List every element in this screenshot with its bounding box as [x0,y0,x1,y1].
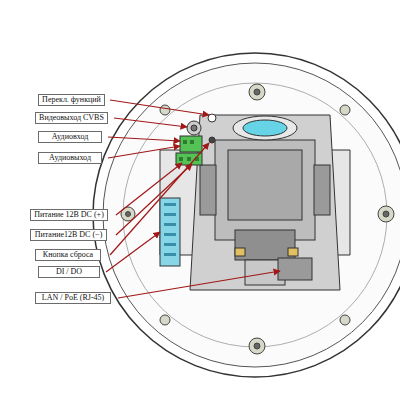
gimbal-frame [190,115,340,290]
screw-hole [383,211,389,217]
screw-boss [340,105,350,115]
lens-barrel [228,150,302,220]
ribbon-clip [288,248,298,256]
leader-line [108,146,180,158]
pin [164,243,176,246]
callout-label: DI / DO [56,267,82,277]
pin [164,233,176,236]
callout-label: Питание 12В DC (+) [34,210,104,220]
pin [190,140,194,144]
screw-boss [160,105,170,115]
callout-label: Аудиовход [52,132,89,142]
callout-box: Перекл. функций [38,94,105,106]
screw-hole [254,89,260,95]
base-ring [123,83,387,347]
leader-line [110,143,209,255]
screw-hole [254,343,260,349]
function-switch [208,114,216,122]
leader-line [110,100,209,115]
lens-glass [243,120,287,136]
screw-boss [160,315,170,325]
callout-label: Кнопка сброса [43,250,93,260]
callout-box: Аудиовыход [38,152,102,164]
callout-label: Аудиовыход [49,153,91,163]
connectors-area [160,114,312,280]
callout-box: DI / DO [38,266,100,278]
callout-box: Кнопка сброса [35,249,101,261]
callout-label: Перекл. функций [42,95,101,105]
leader-line [108,137,180,141]
tilt-bracket [235,230,295,260]
audio-terminal [180,136,202,152]
pin [187,157,191,161]
screw-boss [249,338,265,354]
cvbs-jack-hole [191,125,197,131]
screw-hole [126,212,131,217]
pin [164,223,176,226]
leader-lines [106,100,280,298]
inner-ring [103,63,400,367]
callout-label: LAN / PoE (RJ-45) [42,293,104,303]
lens-housing [215,140,315,240]
pin [183,140,187,144]
pin [179,157,183,161]
camera-module [160,115,350,290]
screw-boss [340,315,350,325]
dome-housing [93,53,400,377]
terminal-pins [164,140,199,256]
side-arm [200,165,216,215]
screw-boss [249,84,265,100]
callout-label: Питание12В DC (−) [35,230,103,240]
side-arm [314,165,330,215]
pin [164,253,176,256]
leader-line [116,163,182,215]
leader-line [106,232,160,272]
screw-boss [378,206,394,222]
leader-line [114,118,187,127]
lens-rim [233,116,297,140]
ribbon-clip [235,248,245,256]
pin [164,213,176,216]
reset-button [209,137,215,143]
leader-line [118,271,280,298]
callout-box: Питание 12В DC (+) [30,209,108,221]
callout-box: LAN / PoE (RJ-45) [35,292,111,304]
pin [164,203,176,206]
callout-box: Питание12В DC (−) [30,229,107,241]
outer-ring [93,53,400,377]
rj45-socket [278,258,312,280]
callout-box: Аудиовход [38,131,102,143]
callout-label: Видеовыход CVBS [39,113,104,123]
callout-box: Видеовыход CVBS [35,112,108,124]
cvbs-jack [187,121,201,135]
dio-terminal [160,198,180,266]
